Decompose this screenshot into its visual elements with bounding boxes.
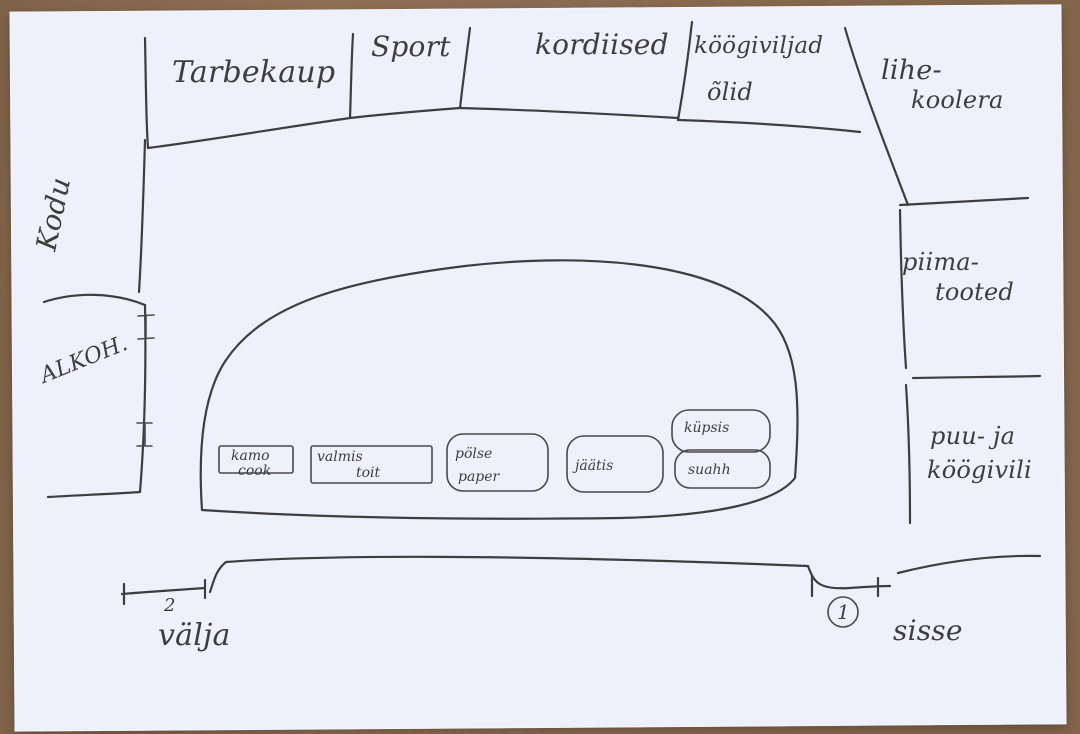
label-right-lower-2: köögivili [927,456,1032,484]
stand-jaatis [566,435,664,493]
stand-polse-paper [446,433,549,492]
top-shelf-divider-2 [348,32,355,120]
left-shelf-line [137,138,147,294]
top-shelf-bottom-3 [458,106,680,120]
label-kordiised: kordiised [535,28,669,61]
stand-kamo-cook [218,445,294,474]
stand-label-suahh: suahh [688,462,731,478]
label-top-right-2: koolera [911,86,1004,114]
alcohol-marker-bottom [136,422,153,447]
label-sport: Sport [371,30,451,63]
label-koogiviljad-extra: õlid [707,78,753,106]
alcohol-bottom-line [46,490,142,499]
label-alkoh: ALKOH. [35,331,131,389]
label-kodu: Kodu [29,174,77,254]
top-shelf-divider-5 [843,26,910,207]
stand-label-valmis-line1: valmis [317,449,363,465]
top-shelf-divider-4 [676,20,694,122]
bottom-main-line [208,555,810,594]
top-shelf-divider-3 [458,26,472,110]
label-right-upper-1: piima- [902,248,979,276]
alcohol-side-line [138,303,147,494]
label-koogiviljad: köögiviljad [694,33,823,59]
right-bottom-line [896,554,1042,575]
right-shelf-vertical-lower [904,383,912,525]
label-entry: sisse [893,614,963,647]
label-number-2: 2 [163,595,176,616]
stand-label-polse-line2: paper [458,469,501,485]
stand-label-jaatis: jäätis [572,458,613,474]
top-shelf-bottom-4 [676,118,862,134]
stand-label-kupsis: küpsis [684,420,729,436]
stand-label-kamo-line2: cook [238,463,271,479]
top-shelf-bottom-2 [348,106,462,120]
central-island-outline [199,259,799,520]
stand-label-kamo-line1: kamo [231,448,270,464]
top-shelf-bottom-1 [146,116,352,150]
label-number-1: 1 [837,600,850,624]
bottom-left-marker [120,578,207,606]
label-right-upper-2: tooted [935,278,1014,306]
right-shelf-vertical-upper [898,208,908,370]
bottom-right-marker [806,564,892,598]
label-right-lower-1: puu- ja [930,422,1015,450]
stand-label-polse-line1: pölse [455,446,492,462]
label-exit: välja [158,618,231,653]
alcohol-marker-top [137,314,155,340]
top-shelf-divider-1 [143,36,150,150]
right-top-shelf-line [898,196,1030,207]
alcohol-top-line [42,293,147,307]
label-tarbekaup: Tarbekaup [172,55,335,90]
stand-label-valmis-line2: toit [356,465,381,481]
right-shelf-divider [911,374,1042,380]
stand-valmis-toit [310,445,433,484]
entry-number-circle [827,596,859,628]
stand-suahh [674,449,771,489]
stand-kupsis [671,409,771,453]
label-top-right-1: lihe- [881,55,942,86]
